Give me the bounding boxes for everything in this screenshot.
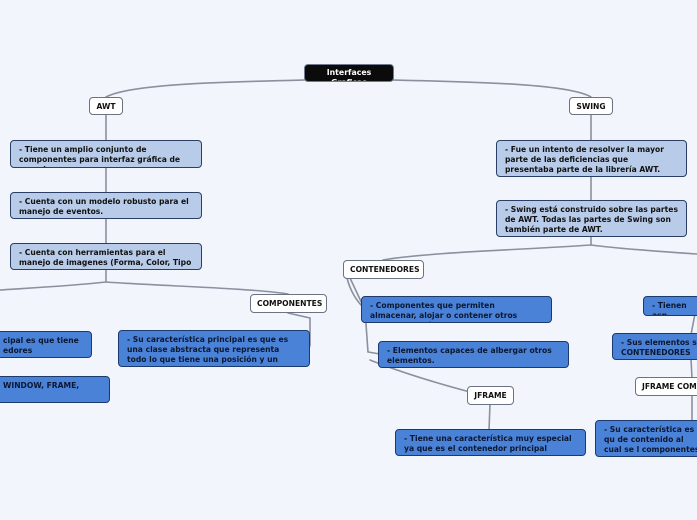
link-root-swing bbox=[392, 79, 592, 98]
awt-left-item-2[interactable]: WINDOW, FRAME, bbox=[0, 376, 110, 403]
link-swing-right bbox=[590, 244, 697, 255]
contenedores-node[interactable]: CONTENEDORES bbox=[343, 260, 424, 279]
link-swing-contenedores bbox=[382, 244, 592, 261]
jframe-node[interactable]: JFRAME bbox=[467, 386, 514, 405]
swing-item-1[interactable]: - Fue un intento de resolver la mayor pa… bbox=[496, 140, 687, 177]
awt-left-item-1[interactable]: cipal es que tiene edores bbox=[0, 331, 92, 358]
awt-item-1[interactable]: - Tiene un amplio conjunto de componente… bbox=[10, 140, 202, 168]
swing-right-item-1[interactable]: - Tienen asp bbox=[643, 296, 697, 316]
link-jframe-item bbox=[488, 403, 491, 431]
link-awt-left bbox=[0, 281, 107, 291]
link-root-awt bbox=[105, 79, 306, 98]
link-cont-item1 bbox=[346, 277, 363, 307]
componentes-item[interactable]: - Su característica principal es que es … bbox=[118, 330, 310, 367]
jframe-comp-item[interactable]: - Su característica es qu de contenido a… bbox=[595, 420, 697, 457]
root-node[interactable]: Interfaces Graficas bbox=[304, 64, 394, 82]
contenedores-item-1[interactable]: - Componentes que permiten almacenar, al… bbox=[361, 296, 552, 323]
awt-item-2[interactable]: - Cuenta con un modelo robusto para el m… bbox=[10, 192, 202, 219]
awt-item-3[interactable]: - Cuenta con herramientas para el manejo… bbox=[10, 243, 202, 270]
contenedores-item-2[interactable]: - Elementos capaces de albergar otros el… bbox=[378, 341, 569, 368]
swing-node[interactable]: SWING bbox=[569, 97, 613, 115]
jframe-comp-node[interactable]: JFRAME COMP bbox=[635, 377, 697, 396]
link-awt-componentes bbox=[105, 281, 289, 295]
jframe-item[interactable]: - Tiene una característica muy especial … bbox=[395, 429, 586, 456]
swing-right-item-2[interactable]: - Sus elementos se CONTENEDORES bbox=[612, 333, 697, 360]
link-cont-trunk bbox=[349, 277, 381, 355]
componentes-node[interactable]: COMPONENTES bbox=[250, 294, 327, 313]
awt-node[interactable]: AWT bbox=[89, 97, 123, 115]
swing-item-2[interactable]: - Swing está construido sobre las partes… bbox=[496, 200, 687, 237]
